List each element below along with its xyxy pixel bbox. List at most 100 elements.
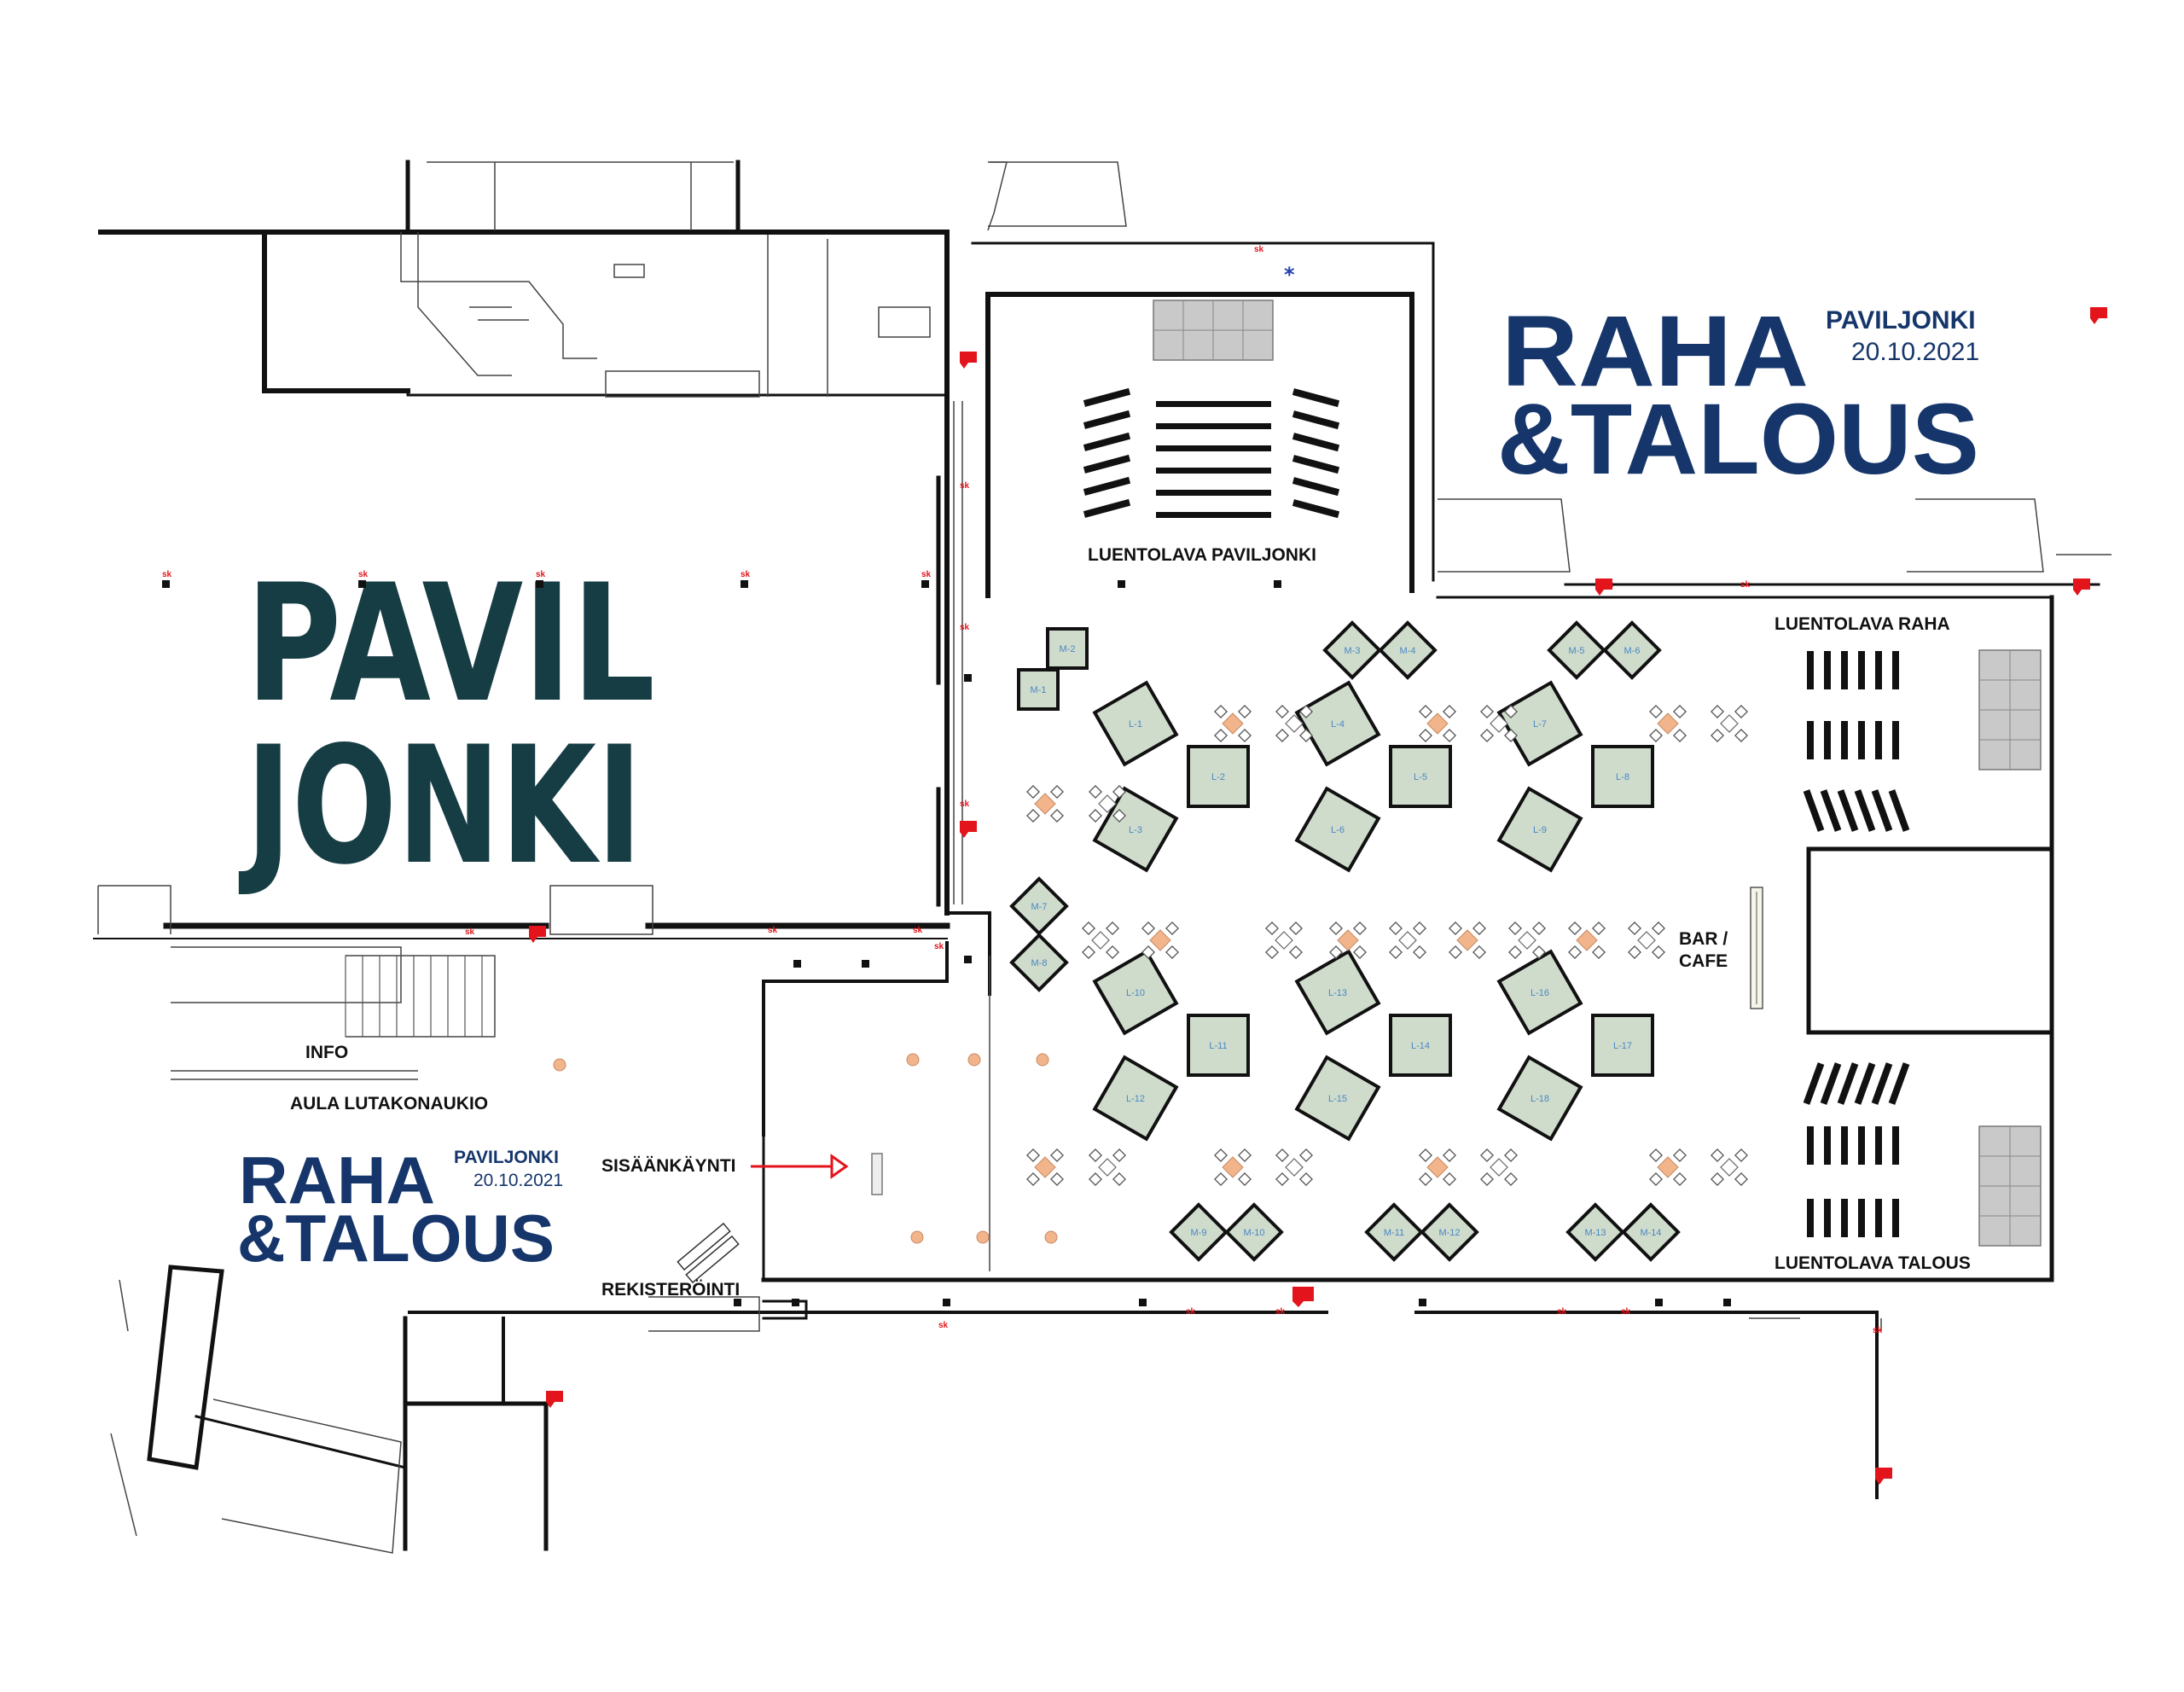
sk-label: sk (1557, 1307, 1567, 1317)
sk-label: sk (358, 570, 369, 579)
sk-label: sk (1740, 580, 1751, 590)
sk-label: sk (162, 570, 172, 579)
cocktail-table (1449, 922, 1486, 959)
label-luentolava-talous: LUENTOLAVA TALOUS (1774, 1253, 1971, 1273)
stand-l-15: L-15 (1294, 1055, 1381, 1142)
stand-label: M-2 (1060, 644, 1076, 654)
cocktail-table (1026, 785, 1064, 823)
sk-label: sk (921, 570, 932, 579)
stand-m-12: M-12 (1420, 1202, 1479, 1262)
exit-signs (529, 307, 2107, 1485)
stand-label: L-7 (1533, 719, 1547, 730)
stand-l-11: L-11 (1187, 1014, 1250, 1077)
stand-label: L-3 (1129, 825, 1142, 835)
label-bar: BAR / (1679, 929, 1728, 949)
stand-label: L-12 (1126, 1094, 1145, 1104)
stand-label: M-5 (1569, 646, 1585, 656)
stand-label: L-5 (1414, 772, 1427, 782)
stand-l-3: L-3 (1092, 786, 1179, 873)
stand-label: L-11 (1209, 1041, 1227, 1051)
sk-label: sk (536, 570, 546, 579)
cocktail-table (1141, 922, 1179, 959)
brand-top-raha: RAHA (1502, 295, 1809, 408)
sk-label: sk (465, 927, 475, 937)
stand-l-13: L-13 (1294, 949, 1381, 1036)
sk-label: sk (741, 570, 751, 579)
brand-top-talous: &TALOUS (1497, 383, 1979, 496)
sk-label: sk (913, 926, 923, 935)
brand-bottom-raha: RAHA (239, 1143, 435, 1218)
stand-m-13: M-13 (1565, 1202, 1625, 1262)
entrance-desk (871, 1153, 883, 1195)
sk-label: sk (1621, 1307, 1631, 1317)
stage-talous-chairs (1803, 1062, 1910, 1237)
sk-label: sk (938, 1321, 949, 1330)
label-sisaankaynti: SISÄÄNKÄYNTI (601, 1156, 736, 1176)
staircase (345, 955, 496, 1038)
entrance-arrow (751, 1154, 849, 1179)
stage-paviljonki-platform-grid (1153, 300, 1273, 360)
stand-l-10: L-10 (1092, 949, 1179, 1036)
stand-label: L-15 (1328, 1094, 1347, 1104)
label-aula: AULA LUTAKONAUKIO (290, 1094, 488, 1113)
stand-l-17: L-17 (1591, 1014, 1654, 1077)
stage-raha: LUENTOLAVA RAHA (1774, 614, 2042, 832)
sk-label: sk (1604, 580, 1614, 590)
sk-label: sk (1186, 1307, 1196, 1317)
brand-bottom-talous: &TALOUS (237, 1201, 555, 1276)
stand-m-7: M-7 (1009, 876, 1069, 936)
registration-desk (677, 1222, 740, 1284)
chair-set (1628, 922, 1665, 959)
cocktail-table (1649, 705, 1687, 742)
stand-label: M-4 (1400, 646, 1416, 656)
stand-label: L-10 (1126, 988, 1145, 998)
stand-m-11: M-11 (1364, 1202, 1424, 1262)
label-luentolava-raha: LUENTOLAVA RAHA (1774, 614, 1950, 634)
stand-m-9: M-9 (1169, 1202, 1228, 1262)
stand-l-1: L-1 (1092, 680, 1179, 767)
stand-label: L-14 (1411, 1041, 1430, 1051)
stand-m-2: M-2 (1046, 627, 1089, 670)
stand-label: M-7 (1031, 902, 1048, 912)
stand-l-8: L-8 (1591, 745, 1654, 808)
stage-paviljonki: LUENTOLAVA PAVILJONKI * (1083, 263, 1340, 565)
stand-label: M-6 (1624, 646, 1641, 656)
stand-m-3: M-3 (1322, 620, 1382, 680)
lobby-labels: INFO AULA LUTAKONAUKIO SISÄÄNKÄYNTI REKI… (290, 1043, 740, 1300)
sk-label: sk (934, 942, 944, 951)
sk-label: sk (1873, 1326, 1883, 1335)
brand-top-venue: PAVILJONKI (1826, 306, 1976, 334)
brand-bottom-date: 20.10.2021 (473, 1171, 563, 1190)
paviljonki-logo-line2: JONKI (239, 712, 642, 900)
stand-m-14: M-14 (1621, 1202, 1681, 1262)
cocktail-table (1568, 922, 1606, 959)
chair-set (1265, 922, 1303, 959)
stand-l-5: L-5 (1389, 745, 1452, 808)
chair-set (1082, 922, 1119, 959)
cocktail-table (1214, 1148, 1252, 1186)
stand-label: L-6 (1331, 825, 1345, 835)
stand-label: M-11 (1384, 1228, 1404, 1238)
detail-lines (97, 161, 2111, 1554)
brand-logo-bottom: RAHA &TALOUS PAVILJONKI 20.10.2021 (237, 1143, 563, 1276)
chair-set (1711, 1148, 1748, 1186)
cocktail-table (1649, 1148, 1687, 1186)
chair-set (1275, 1148, 1313, 1186)
label-cafe: CAFE (1679, 951, 1728, 971)
stand-label: L-18 (1531, 1094, 1549, 1104)
stand-label: L-16 (1531, 988, 1549, 998)
sk-label: sk (960, 481, 970, 491)
cocktail-table (1419, 705, 1456, 742)
lobby-tables (553, 1053, 1058, 1244)
stand-m-5: M-5 (1547, 620, 1606, 680)
chair-set (1711, 705, 1748, 742)
pillars (162, 580, 1731, 1306)
stand-label: M-12 (1438, 1228, 1460, 1238)
stand-m-10: M-10 (1224, 1202, 1284, 1262)
stand-l-18: L-18 (1496, 1055, 1583, 1142)
stand-label: L-13 (1328, 988, 1347, 998)
stand-label: L-2 (1211, 772, 1225, 782)
stand-l-4: L-4 (1294, 680, 1381, 767)
